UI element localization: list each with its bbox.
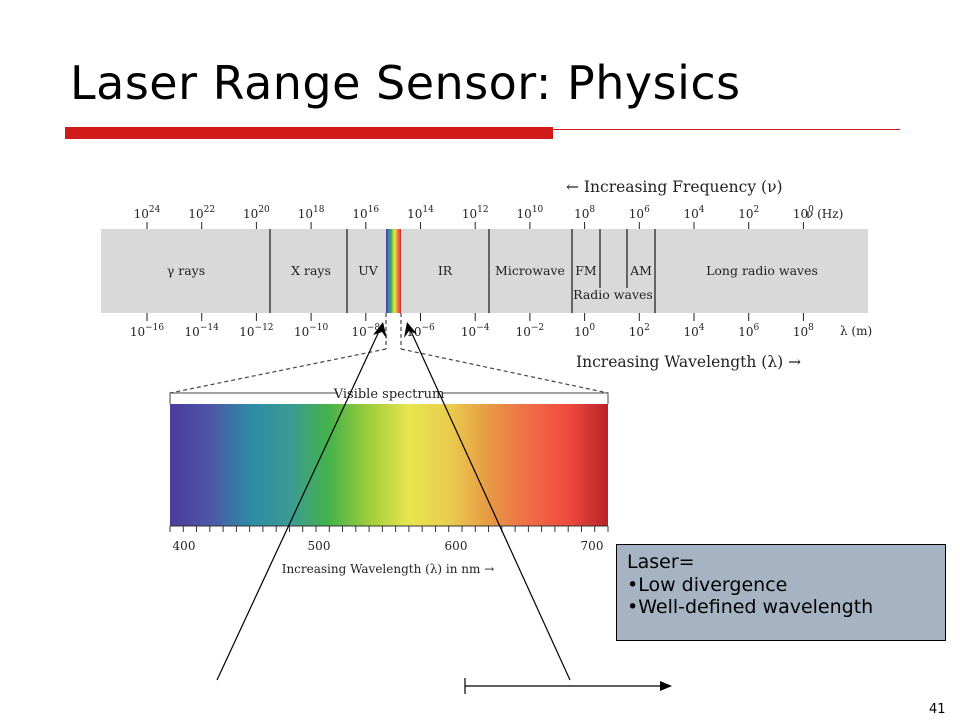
visible-title-bg	[338, 384, 442, 402]
note-line-wavelength: •Well-defined wavelength	[627, 596, 874, 618]
region-label-radio-waves: Radio waves	[573, 287, 653, 302]
wavelength-unit: λ (m)	[840, 324, 872, 338]
frequency-tick-label: 106	[629, 205, 650, 221]
wavelength-tick-labels: 10−1610−1410−1210−1010−810−610−410−21001…	[130, 323, 814, 339]
frequency-tick-label: 1012	[462, 205, 489, 221]
title-underline-thin	[553, 129, 900, 130]
wavelength-tick-label: 10−8	[352, 323, 381, 339]
wavelength-tick-label: 10−2	[516, 323, 545, 339]
region-label-ir: IR	[438, 263, 453, 278]
zoom-guides	[169, 313, 609, 394]
region-label-microwave: Microwave	[495, 263, 565, 278]
frequency-tick-label: 1022	[188, 205, 215, 221]
region-label-gamma-rays: γ rays	[167, 263, 205, 278]
visible-label-700: 700	[581, 539, 604, 553]
wavelength-tick-label: 10−12	[239, 323, 273, 339]
wavelength-tick-label: 100	[574, 323, 595, 339]
page-number: 41	[929, 702, 946, 717]
wavelength-tick-label: 106	[738, 323, 759, 339]
right-arrowhead	[404, 322, 417, 338]
note-line-divergence: •Low divergence	[627, 573, 788, 596]
wavelength-tick-label: 10−16	[130, 323, 165, 339]
frequency-tick-label: 1010	[517, 205, 544, 221]
region-label-am: AM	[629, 263, 652, 278]
frequency-tick-label: 1016	[352, 205, 379, 221]
frequency-heading: ← Increasing Frequency (ν)	[566, 178, 783, 196]
visible-label-400: 400	[173, 539, 196, 553]
visible-spectrum-title: Visible spectrum	[333, 387, 445, 402]
region-label-fm: FM	[575, 263, 597, 278]
wavelength-tick-label: 10−14	[185, 323, 220, 339]
frequency-tick-label: 1018	[298, 205, 325, 221]
visible-label-500: 500	[308, 539, 331, 553]
region-dividers	[269, 229, 656, 313]
range-arrow	[464, 678, 664, 694]
slide-title: Laser Range Sensor: Physics	[70, 56, 741, 110]
visible-strip	[386, 229, 401, 313]
frequency-tick-label: 102	[738, 205, 759, 221]
visible-spectrum-gradient	[170, 404, 608, 526]
wavelength-tick-label: 108	[793, 323, 814, 339]
frequency-unit: ν (Hz)	[806, 207, 843, 221]
visible-ruler	[169, 525, 609, 532]
note-line-heading: Laser=	[627, 551, 695, 573]
frequency-tick-label: 108	[574, 205, 595, 221]
wavelength-tick-label: 10−10	[294, 323, 329, 339]
wavelength-ticks	[146, 313, 804, 321]
left-arrowhead	[373, 322, 387, 339]
frequency-tick-label: 100	[793, 205, 814, 221]
frequency-tick-label: 104	[683, 205, 704, 221]
frequency-tick-labels: 1024 1022 1020 1018 1016 1014 1012 1010 108 106 10…	[134, 205, 815, 221]
laser-note-box: Laser= •Low divergence •Well-defined wav…	[616, 544, 946, 641]
region-label-long-radio-waves: Long radio waves	[706, 263, 818, 278]
wavelength-tick-label: 104	[683, 323, 704, 339]
visible-axis-caption: Increasing Wavelength (λ) in nm →	[282, 562, 495, 576]
frequency-tick-label: 1014	[407, 205, 434, 221]
wavelength-tick-label: 102	[629, 323, 650, 339]
frequency-tick-label: 1020	[243, 205, 270, 221]
range-arrow-head	[660, 681, 672, 691]
wavelength-tick-label: 10−4	[461, 323, 490, 339]
visible-label-600: 600	[445, 539, 468, 553]
frequency-ticks	[146, 222, 804, 229]
region-label-x-rays: X rays	[291, 263, 331, 278]
spectrum-band	[101, 229, 868, 313]
divergence-lines	[216, 326, 571, 681]
wavelength-heading: Increasing Wavelength (λ) →	[576, 353, 801, 371]
title-underline-thick	[65, 127, 553, 139]
region-label-uv: UV	[358, 263, 379, 278]
frequency-tick-label: 1024	[134, 205, 161, 221]
